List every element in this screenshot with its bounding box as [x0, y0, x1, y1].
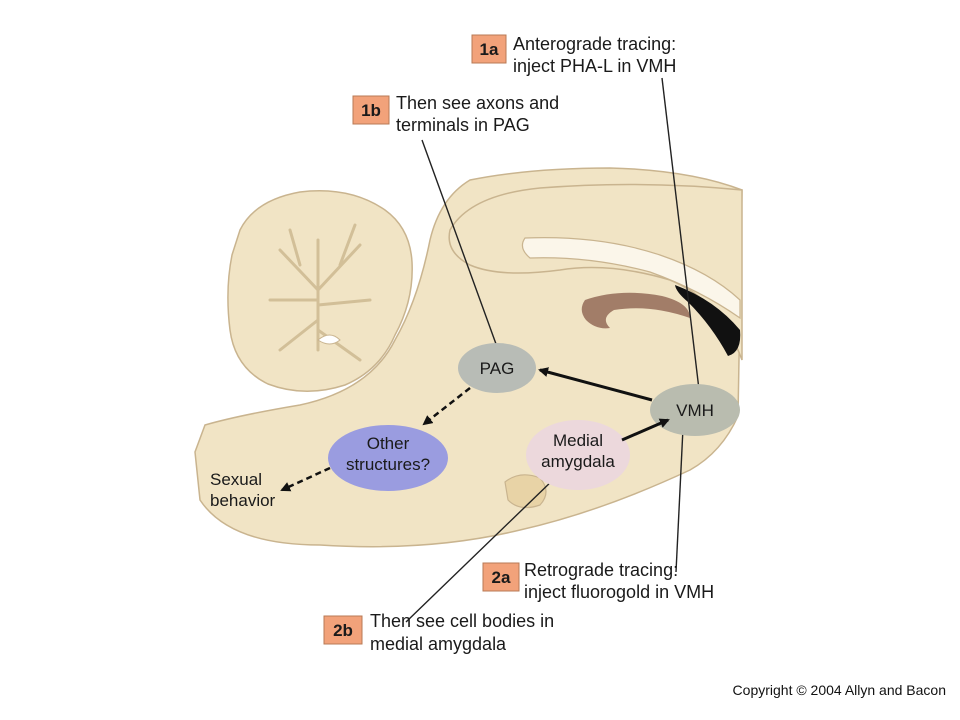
callout-2b-line2: medial amygdala [370, 634, 507, 654]
cerebellum [227, 190, 413, 392]
hippocampus [581, 292, 690, 329]
arrow-other-to-behavior [280, 466, 331, 492]
badge-1b [352, 95, 390, 125]
badge-2a-label: 2a [492, 568, 511, 587]
pag-label: PAG [480, 359, 515, 378]
vmh-node [650, 384, 740, 436]
medial-amygdala-node [526, 420, 630, 490]
arrow-vmh-to-pag [538, 367, 653, 402]
medial-amygdala-label-line2: amygdala [541, 452, 615, 471]
lateral-ventricle [675, 285, 741, 356]
callout-1b-line1: Then see axons and [396, 93, 559, 113]
leader-line-1b [421, 139, 501, 356]
other-structures-node [328, 425, 448, 491]
sexual-behavior-label-line2: behavior [210, 491, 276, 510]
corpus-callosum [521, 237, 741, 320]
medial-amygdala-label-line1: Medial [553, 431, 603, 450]
badge-1a [471, 34, 507, 64]
badge-2b-label: 2b [333, 621, 353, 640]
leader-line-1a [661, 77, 701, 399]
badge-2a [482, 562, 520, 592]
other-structures-label-line1: Other [367, 434, 410, 453]
badge-1a-label: 1a [480, 40, 499, 59]
pag-node [458, 343, 536, 393]
copyright-notice: Copyright © 2004 Allyn and Bacon [732, 682, 946, 698]
sexual-behavior-label-line1: Sexual [210, 470, 262, 489]
vmh-label: VMH [676, 401, 714, 420]
badge-2b [323, 615, 363, 645]
leader-line-2a [675, 427, 684, 573]
callout-1b-line2: terminals in PAG [396, 115, 530, 135]
callout-2a-line1: Retrograde tracing: [524, 560, 678, 580]
leader-line-2b [405, 477, 556, 623]
other-structures-label-line2: structures? [346, 455, 430, 474]
pituitary [504, 474, 547, 509]
callout-2a-line2: inject fluorogold in VMH [524, 582, 714, 602]
badge-1b-label: 1b [361, 101, 381, 120]
callout-2b-line1: Then see cell bodies in [370, 611, 554, 631]
arrow-amygdala-to-vmh [621, 418, 670, 442]
callout-1a-line1: Anterograde tracing: [513, 34, 676, 54]
callout-1a-line2: inject PHA-L in VMH [513, 56, 676, 76]
